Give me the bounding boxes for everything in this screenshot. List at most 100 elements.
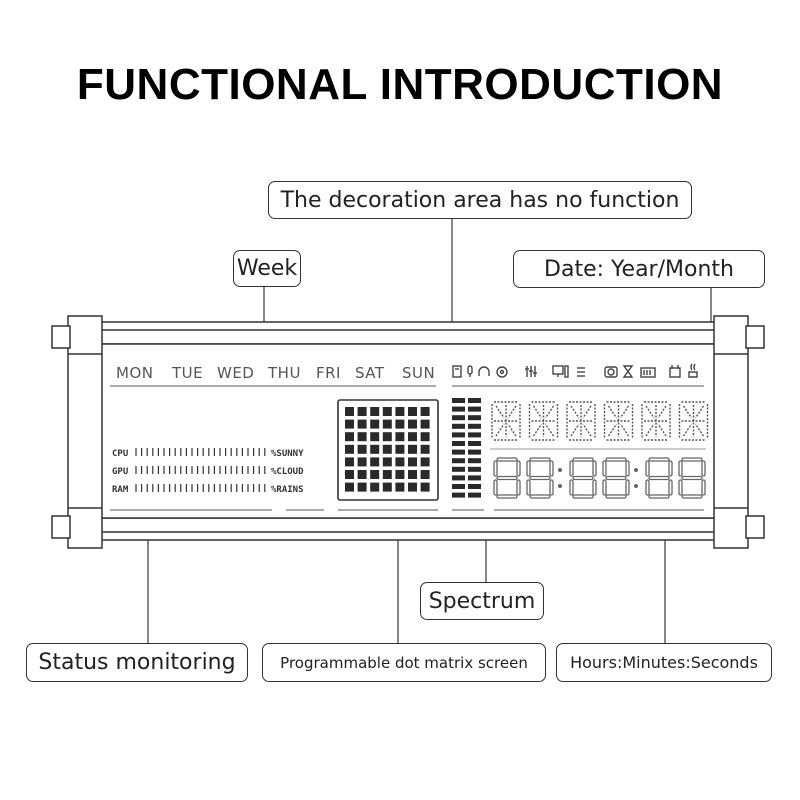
decoration-area <box>452 363 698 378</box>
matrix-dot <box>357 419 367 429</box>
date-digit <box>528 401 559 441</box>
device-frame <box>51 315 765 549</box>
matrix-dot <box>420 419 430 429</box>
matrix-dot <box>420 432 430 442</box>
dot-matrix-frame <box>337 399 439 501</box>
spectrum-bar <box>452 398 465 403</box>
matrix-dot <box>345 419 354 429</box>
weekday-label: THU <box>267 364 301 382</box>
weekday-label: MON <box>116 364 153 382</box>
matrix-dot <box>370 444 380 454</box>
matrix-dot <box>395 470 405 479</box>
weekday-label: TUE <box>171 364 203 382</box>
spectrum-bar <box>468 449 481 455</box>
spectrum-bar <box>452 423 465 429</box>
status-bar-segments <box>135 466 266 474</box>
mic-icon <box>467 365 473 377</box>
matrix-dot <box>370 419 380 429</box>
hourglass-icon <box>622 365 634 378</box>
matrix-dot <box>357 470 367 479</box>
matrix-dot <box>420 482 430 492</box>
steaming-cup-icon <box>688 363 698 378</box>
clock-digit <box>645 457 673 499</box>
weekday-label: SAT <box>355 364 385 382</box>
matrix-dot <box>395 407 405 416</box>
matrix-dot <box>420 457 430 467</box>
equalizer-icon <box>525 366 537 377</box>
matrix-dot <box>408 407 417 416</box>
clock-digit <box>493 457 521 499</box>
monitor-icon <box>552 365 569 378</box>
callout-decoration: The decoration area has no function <box>268 181 692 219</box>
matrix-dot <box>345 470 354 479</box>
matrix-dot <box>357 457 367 467</box>
matrix-dot <box>382 407 392 416</box>
matrix-dot <box>408 470 417 479</box>
matrix-dot <box>395 444 405 454</box>
spectrum-bar <box>452 475 465 481</box>
clock-digit <box>602 457 630 499</box>
matrix-dot <box>370 407 380 416</box>
spectrum-bar <box>452 449 465 455</box>
camera-icon <box>604 366 618 378</box>
matrix-dot <box>395 457 405 467</box>
spectrum-display <box>452 398 481 498</box>
status-label: CPU <box>112 449 128 459</box>
callout-spectrum: Spectrum <box>420 582 544 620</box>
matrix-dot <box>408 419 417 429</box>
clock-digit <box>526 457 554 499</box>
spectrum-bar <box>452 415 465 421</box>
matrix-dot <box>420 444 430 454</box>
weekday-label: WED <box>217 364 254 382</box>
callout-status: Status monitoring <box>26 643 248 682</box>
spectrum-bar <box>468 484 481 489</box>
spectrum-bar <box>468 441 481 446</box>
matrix-dot <box>382 470 392 479</box>
status-suffix: %CLOUD <box>271 467 304 477</box>
spectrum-bar <box>468 406 481 412</box>
spectrum-bar <box>452 406 465 412</box>
spectrum-bar <box>468 458 481 464</box>
date-display <box>491 401 709 441</box>
device-outer-bar-bottom <box>69 517 747 541</box>
matrix-dot <box>345 482 354 492</box>
matrix-dot <box>357 444 367 454</box>
headphones-icon <box>478 366 490 376</box>
matrix-dot <box>408 482 417 492</box>
status-bar-segments <box>135 448 266 456</box>
date-digit <box>566 401 596 441</box>
matrix-dot <box>420 407 430 416</box>
spectrum-bar <box>452 458 465 464</box>
spectrum-bar <box>468 398 481 403</box>
matrix-dot <box>382 457 392 467</box>
spectrum-bar <box>468 492 481 498</box>
battery-icon <box>640 367 656 378</box>
matrix-dot <box>408 444 417 454</box>
matrix-dot <box>408 432 417 442</box>
dot-matrix-screen <box>345 407 430 492</box>
spectrum-bar <box>452 441 465 446</box>
matrix-dot <box>382 444 392 454</box>
matrix-dot <box>382 419 392 429</box>
floppy-icon <box>452 365 462 378</box>
spectrum-bar <box>468 432 481 438</box>
callout-clock: Hours:Minutes:Seconds <box>556 643 772 682</box>
clock-colon <box>558 468 562 488</box>
status-bar-segments <box>135 484 266 492</box>
matrix-dot <box>370 432 380 442</box>
matrix-dot <box>357 482 367 492</box>
matrix-dot <box>370 457 380 467</box>
spectrum-bar <box>468 415 481 421</box>
page-title: FUNCTIONAL INTRODUCTION <box>76 60 724 109</box>
callout-week: Week <box>233 250 301 287</box>
status-label: GPU <box>112 467 128 477</box>
status-label: RAM <box>112 485 129 495</box>
clock-digit <box>678 457 706 499</box>
menu-icon <box>577 367 585 377</box>
date-digit <box>603 401 634 441</box>
clock-display <box>493 457 706 499</box>
date-digit <box>491 401 521 441</box>
matrix-dot <box>370 470 380 479</box>
